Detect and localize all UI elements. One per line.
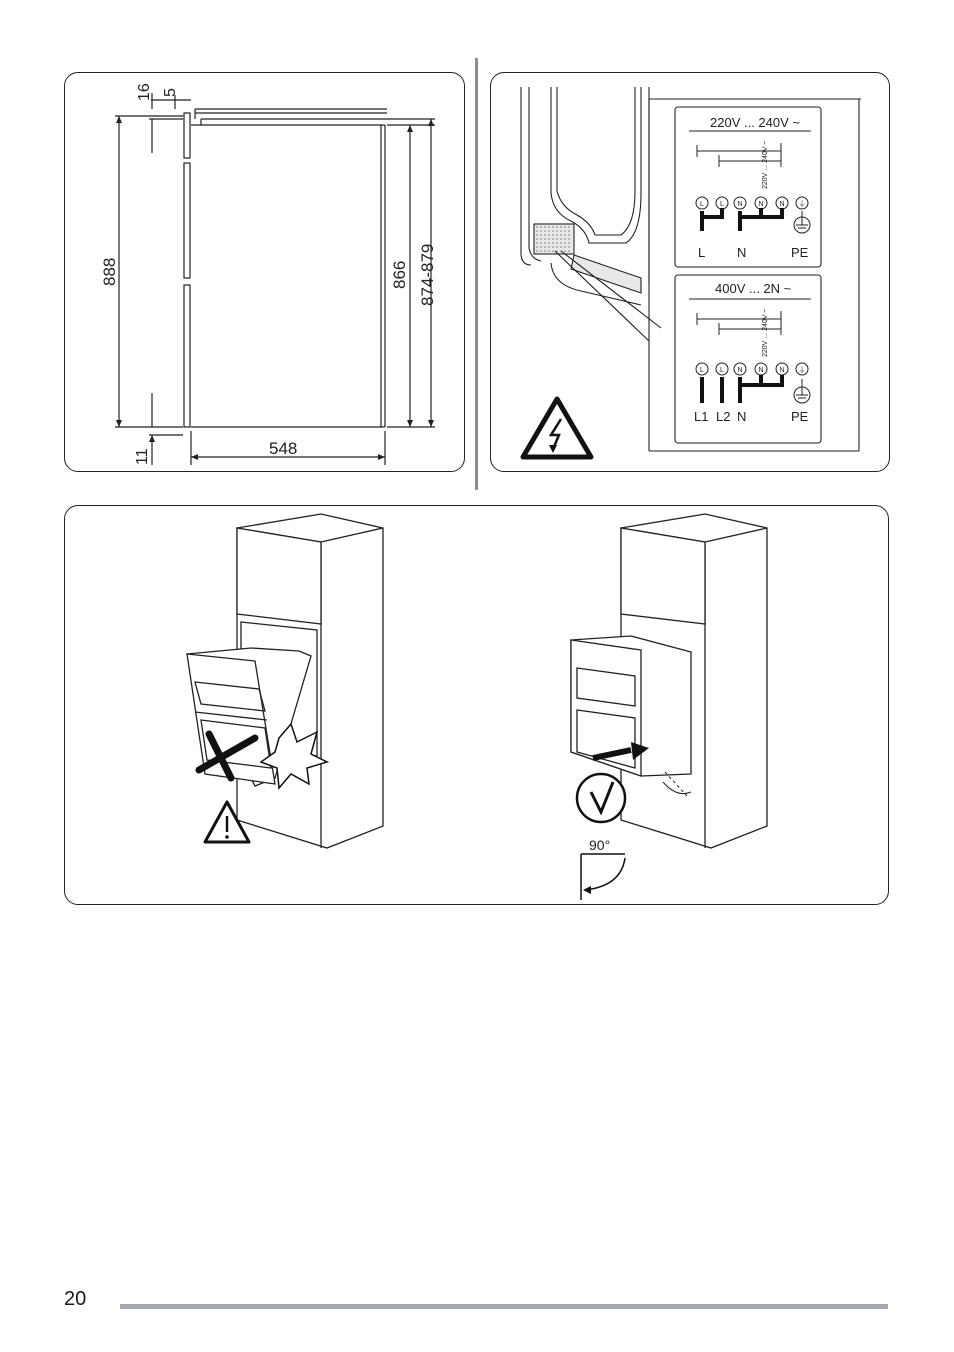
terminal-row-2: L L N N N ⏚ <box>695 362 809 376</box>
dimensions-panel: 16 5 888 866 874-879 11 548 <box>64 72 465 472</box>
dim-5-label: 5 <box>162 88 179 97</box>
terminal-label: N <box>758 201 763 208</box>
terminal-bottom-label: N <box>737 245 746 260</box>
terminal-label: L <box>720 367 724 374</box>
terminal-bottom-label: PE <box>791 245 809 260</box>
terminal-label: N <box>779 201 784 208</box>
earth-symbol-1 <box>793 211 811 234</box>
push-arrow-icon <box>592 742 649 761</box>
dim-16-label: 16 <box>136 83 153 101</box>
terminal-circle <box>733 362 747 376</box>
angle-indicator <box>662 771 692 797</box>
oven-level <box>570 635 692 777</box>
terminal-row-1: L L N N N ⏚ <box>695 196 809 210</box>
dim-548-label: 548 <box>269 439 297 458</box>
cross-mark-icon <box>195 730 259 782</box>
terminal-label: ⏚ <box>799 366 806 374</box>
installation-drawing: 90° <box>185 513 768 900</box>
voltage-label-2: 400V ... 2N ~ <box>715 281 792 296</box>
dim-874-879-label: 874-879 <box>418 244 437 306</box>
terminal-label: N <box>779 367 784 374</box>
terminal-circle <box>695 196 709 210</box>
dim-888-label: 888 <box>100 258 119 286</box>
checkmark-icon <box>575 772 627 824</box>
terminal-bottom-label: N <box>737 409 746 424</box>
footer-rule <box>120 1304 888 1309</box>
terminal-label: L <box>700 367 704 374</box>
voltage-label-1: 220V ... 240V ~ <box>710 115 800 130</box>
small-voltage-label-1: 220V ... 240V ~ <box>762 141 769 189</box>
terminal-bottom-label: L1 <box>694 409 708 424</box>
installation-panel: 90° <box>64 505 889 905</box>
wiring-panel: 220V ... 240V ~ 220V ... 240V ~ L L N N N ⏚ L… <box>490 72 890 472</box>
dimensions-drawing: 16 5 888 866 874-879 11 548 <box>100 83 437 465</box>
dim-11-label: 11 <box>134 448 151 465</box>
warning-icon <box>203 800 251 844</box>
terminal-label: N <box>737 201 742 208</box>
right-angle-icon <box>580 853 626 900</box>
panel-divider <box>475 58 478 490</box>
terminal-label: N <box>737 367 742 374</box>
terminal-label: L <box>720 201 724 208</box>
terminal-circle <box>715 362 729 376</box>
terminal-bottom-label: L2 <box>716 409 730 424</box>
collision-icon <box>259 722 330 790</box>
terminal-labels-2: L1 L2 N PE <box>694 409 809 424</box>
wiring-drawing: 220V ... 240V ~ 220V ... 240V ~ L L N N N ⏚ L… <box>520 87 861 460</box>
terminal-bottom-label: L <box>698 245 705 260</box>
terminal-labels-1: L N PE <box>698 245 809 260</box>
terminal-label: L <box>700 201 704 208</box>
dim-866-label: 866 <box>390 261 409 289</box>
terminal-label: N <box>758 367 763 374</box>
terminal-label: ⏚ <box>799 200 806 208</box>
terminal-circle <box>733 196 747 210</box>
angle-label: 90° <box>589 837 610 853</box>
terminal-circle <box>795 196 809 210</box>
terminal-bottom-label: PE <box>791 409 809 424</box>
electric-hazard-icon <box>520 396 594 460</box>
terminal-circle <box>795 362 809 376</box>
earth-symbol-2 <box>793 379 811 404</box>
terminal-circle <box>695 362 709 376</box>
small-voltage-label-2: 220V ... 240V ~ <box>762 309 769 357</box>
page-number: 20 <box>64 1288 87 1310</box>
